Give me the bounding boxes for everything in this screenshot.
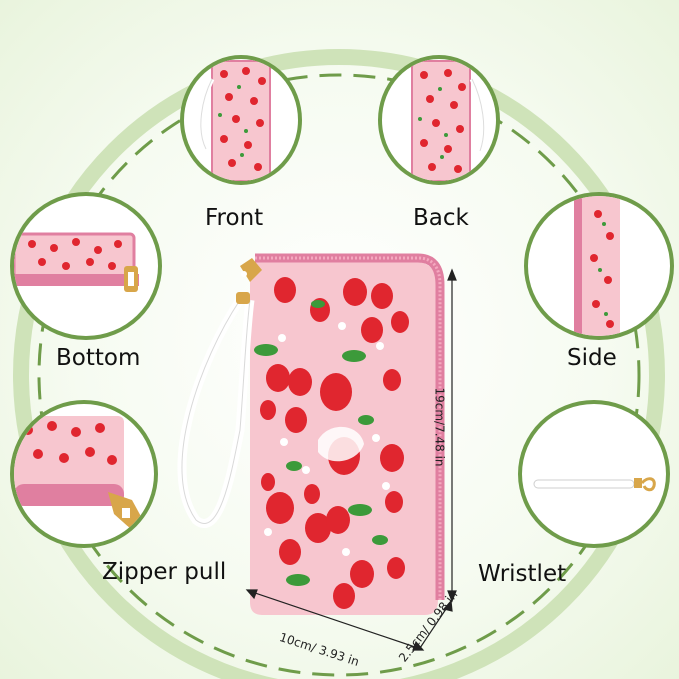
wristlet-bubble — [518, 400, 670, 548]
bottom-wallet-image — [14, 232, 139, 292]
bottom-label: Bottom — [56, 345, 141, 371]
zipper-pull-bubble — [10, 400, 158, 548]
side-label: Side — [567, 345, 617, 371]
front-view-bubble — [180, 55, 302, 185]
back-view-bubble — [378, 55, 500, 185]
height-dimension: 19cm/7.48 in — [432, 387, 447, 467]
wristlet-strap-image — [533, 477, 656, 492]
wristlet-label: Wristlet — [478, 561, 567, 587]
bottom-view-bubble — [10, 192, 162, 340]
side-view-bubble — [524, 192, 674, 340]
front-label: Front — [205, 205, 264, 231]
zipper-pull-label: Zipper pull — [102, 559, 227, 585]
back-wallet-image — [411, 60, 487, 181]
side-wallet-image — [574, 196, 620, 336]
front-wallet-image — [198, 60, 271, 181]
back-label: Back — [413, 205, 469, 231]
zipper-wallet-image — [14, 416, 144, 530]
